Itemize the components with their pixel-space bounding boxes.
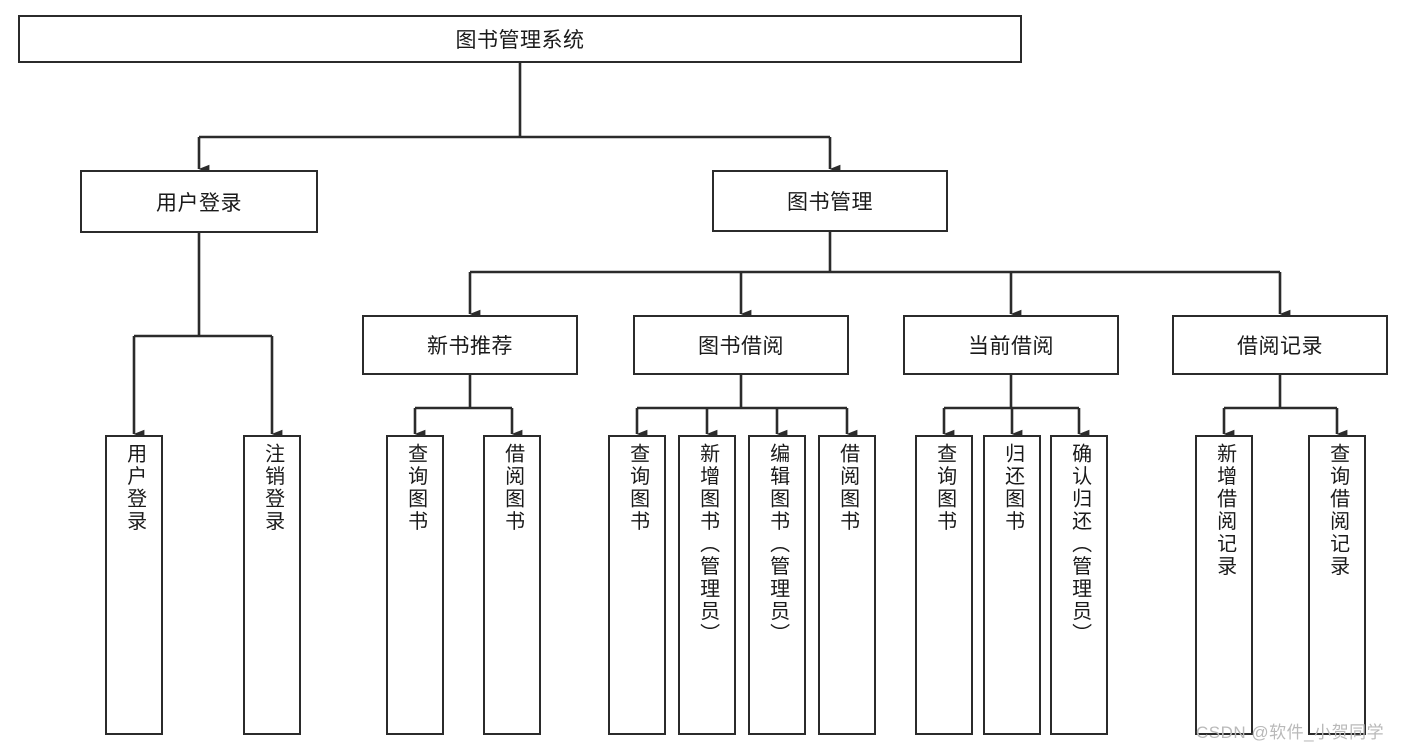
node-leaf-query-book-1[interactable]: 查询图书 <box>386 435 444 735</box>
node-leaf-confirm-return[interactable]: 确认归还（管理员） <box>1050 435 1108 735</box>
node-user-login[interactable]: 用户登录 <box>80 170 318 233</box>
node-label: 借阅记录 <box>1237 335 1323 358</box>
node-label: 归还图书 <box>1001 443 1024 533</box>
node-new-book-rec[interactable]: 新书推荐 <box>362 315 578 375</box>
node-leaf-return-book[interactable]: 归还图书 <box>983 435 1041 735</box>
node-label: 新增借阅记录 <box>1213 443 1236 578</box>
node-label: 借阅图书 <box>501 443 524 533</box>
node-label: 新书推荐 <box>427 335 513 358</box>
node-leaf-logout[interactable]: 注销登录 <box>243 435 301 735</box>
node-leaf-query-book-3[interactable]: 查询图书 <box>915 435 973 735</box>
node-leaf-borrow-book-2[interactable]: 借阅图书 <box>818 435 876 735</box>
node-label: 注销登录 <box>261 443 284 533</box>
node-label: 查询图书 <box>626 443 649 533</box>
node-label: 图书管理系统 <box>455 29 585 52</box>
node-label: 图书借阅 <box>698 335 784 358</box>
node-book-manage[interactable]: 图书管理 <box>712 170 948 232</box>
node-borrow-record[interactable]: 借阅记录 <box>1172 315 1388 375</box>
node-leaf-add-record[interactable]: 新增借阅记录 <box>1195 435 1253 735</box>
node-label: 确认归还（管理员） <box>1068 443 1091 646</box>
node-leaf-borrow-book-1[interactable]: 借阅图书 <box>483 435 541 735</box>
node-current-borrow[interactable]: 当前借阅 <box>903 315 1119 375</box>
node-label: 查询图书 <box>404 443 427 533</box>
csdn-watermark: CSDN @软件_小贺同学 <box>1196 723 1385 742</box>
node-leaf-query-record[interactable]: 查询借阅记录 <box>1308 435 1366 735</box>
node-leaf-query-book-2[interactable]: 查询图书 <box>608 435 666 735</box>
node-book-borrow[interactable]: 图书借阅 <box>633 315 849 375</box>
node-root[interactable]: 图书管理系统 <box>18 15 1022 63</box>
node-label: 用户登录 <box>156 191 242 215</box>
node-label: 借阅图书 <box>836 443 859 533</box>
node-leaf-edit-book[interactable]: 编辑图书（管理员） <box>748 435 806 735</box>
node-label: 查询图书 <box>933 443 956 533</box>
node-leaf-user-login[interactable]: 用户登录 <box>105 435 163 735</box>
node-label: 当前借阅 <box>968 335 1054 358</box>
node-label: 图书管理 <box>787 191 873 214</box>
node-leaf-add-book[interactable]: 新增图书（管理员） <box>678 435 736 735</box>
node-label: 新增图书（管理员） <box>696 443 719 646</box>
node-label: 编辑图书（管理员） <box>766 443 789 646</box>
node-label: 查询借阅记录 <box>1326 443 1349 578</box>
node-label: 用户登录 <box>123 443 146 533</box>
